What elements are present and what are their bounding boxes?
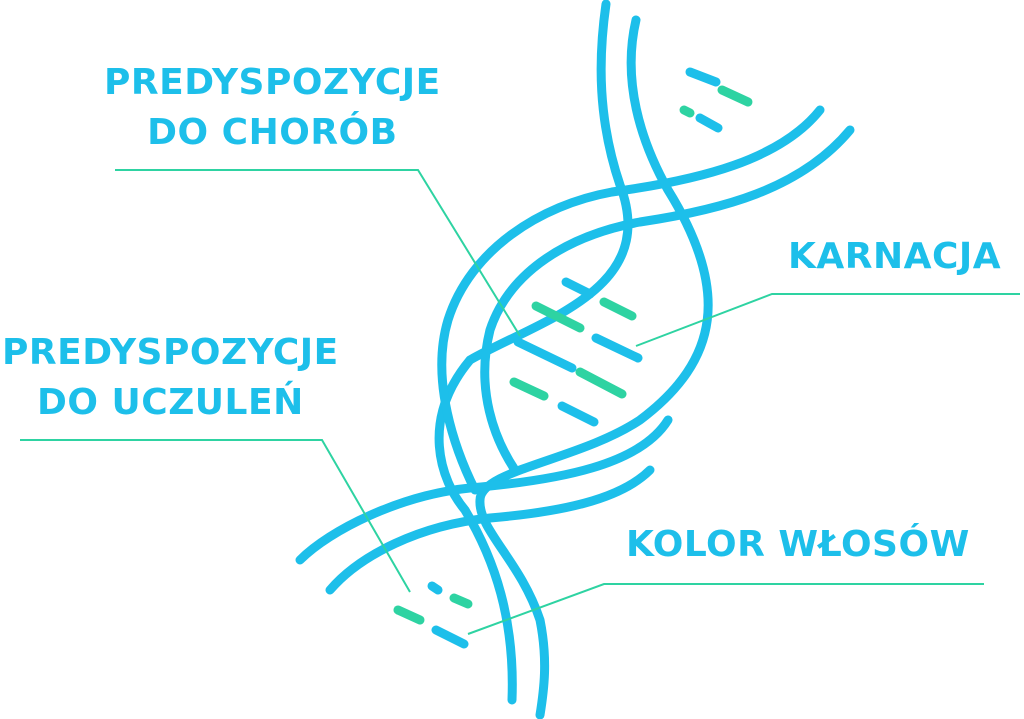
dna-strand-left — [434, 0, 633, 705]
dna-strand-upper-inner — [480, 125, 855, 475]
dna-strand-lower-inner — [325, 465, 655, 595]
base-pair-rung — [531, 301, 585, 333]
label-disease-line1: PREDYSPOZYCJE — [104, 62, 441, 103]
base-pair-rung — [393, 605, 425, 625]
callout-line-allergy — [20, 439, 411, 593]
callout-line-skin — [635, 293, 1020, 347]
base-pair-rung — [591, 333, 643, 363]
label-allergy-line1: PREDYSPOZYCJE — [2, 332, 339, 373]
label-skin-tone: KARNACJA — [788, 232, 1001, 282]
label-allergy-line2: DO UCZULEŃ — [37, 382, 304, 423]
label-disease-line2: DO CHORÓB — [147, 112, 398, 153]
base-pair-rung — [509, 377, 549, 401]
base-pair-rung — [695, 113, 723, 133]
label-skin-line1: KARNACJA — [788, 236, 1002, 277]
base-pair-rung — [513, 337, 577, 373]
base-pair-rung — [575, 367, 627, 399]
base-pair-rung — [449, 593, 473, 609]
base-pair-rung — [427, 581, 443, 595]
callout-line-hair — [467, 583, 984, 635]
label-allergy-predisposition: PREDYSPOZYCJE DO UCZULEŃ — [2, 328, 339, 428]
dna-strand-right — [475, 15, 713, 719]
base-pair-rung — [431, 625, 469, 649]
base-pair-rung — [557, 401, 599, 427]
base-pair-rung — [599, 297, 637, 321]
label-disease-predisposition: PREDYSPOZYCJE DO CHORÓB — [104, 58, 441, 158]
base-pair-rung — [685, 67, 721, 87]
label-hair-color: KOLOR WŁOSÓW — [626, 520, 970, 570]
base-pair-rung — [561, 277, 595, 299]
dna-strand-lower-outer — [295, 415, 673, 565]
label-hair-line1: KOLOR WŁOSÓW — [626, 524, 970, 565]
base-pair-rung — [679, 105, 695, 118]
base-pair-rung — [717, 85, 753, 107]
dna-strand-upper-outer — [437, 105, 825, 495]
callout-line-disease — [115, 169, 521, 337]
